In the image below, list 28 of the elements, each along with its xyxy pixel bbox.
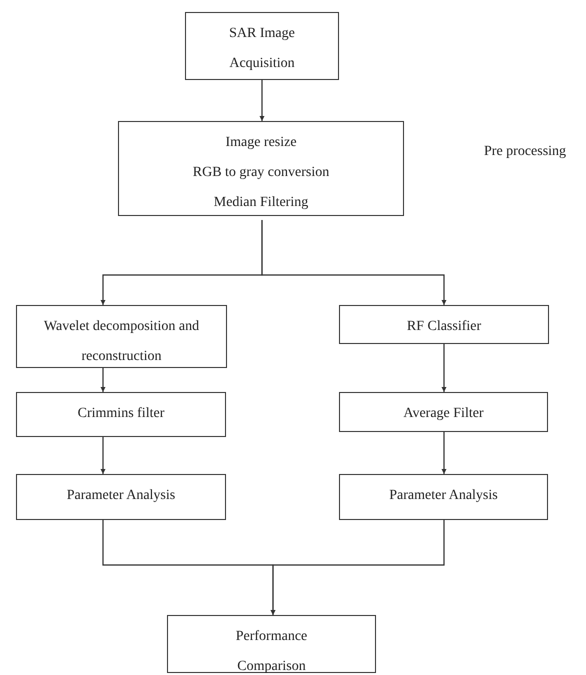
step-text: Median Filtering [212, 194, 310, 212]
step-text: Average Filter [402, 405, 485, 423]
process-box [167, 615, 376, 673]
process-box [339, 392, 548, 432]
step-text: Parameter Analysis [388, 487, 499, 505]
process-box [339, 305, 549, 344]
arrow [100, 437, 106, 474]
step-text: Crimmins filter [76, 405, 166, 423]
process-box [118, 121, 404, 216]
step-text: Performance Comparison [234, 628, 308, 675]
step-text: SAR Image Acquisition [228, 25, 296, 73]
arrow [442, 344, 446, 392]
process-box [16, 392, 226, 437]
step-text: RF Classifier [406, 318, 482, 336]
step-text: Parameter Analysis [66, 487, 176, 505]
stage-label: Pre processing [484, 144, 566, 160]
process-box [16, 305, 227, 368]
arrow [100, 368, 106, 392]
step-text: Image resize [224, 134, 298, 152]
process-box [185, 12, 339, 80]
arrow [442, 432, 446, 474]
arrow [260, 80, 264, 121]
process-box [16, 474, 226, 520]
step-text: Wavelet decomposition and reconstruction [42, 318, 200, 366]
arrow [270, 520, 445, 615]
process-box [339, 474, 548, 520]
step-text: RGB to gray conversion [192, 164, 330, 182]
arrow [261, 220, 446, 305]
